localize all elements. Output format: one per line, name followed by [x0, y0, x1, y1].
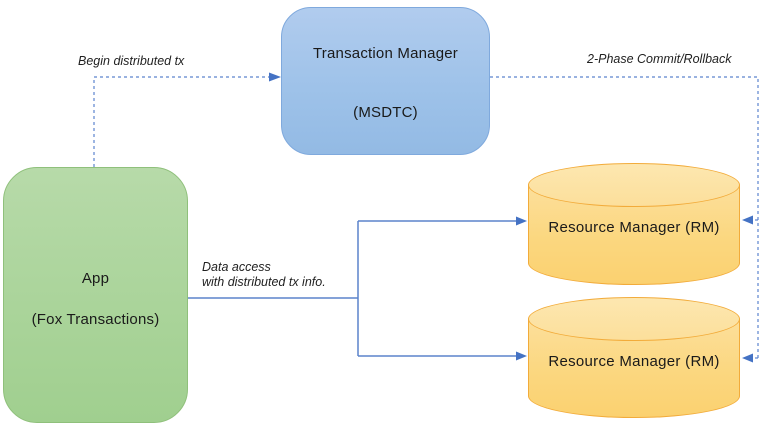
resource-manager-2-label: Resource Manager (RM) [548, 353, 720, 370]
resource-manager-1-label: Resource Manager (RM) [548, 219, 720, 236]
edge-label-data-access-line1: Data access [202, 260, 271, 274]
node-app: App (Fox Transactions) [3, 167, 188, 423]
edge-begin-tx-arrowhead [269, 72, 281, 82]
node-transaction-manager: Transaction Manager (MSDTC) [281, 7, 490, 155]
transaction-manager-subtitle: (MSDTC) [353, 104, 418, 121]
edge-data-access-arrowhead-rm1 [516, 216, 527, 226]
node-resource-manager-2: Resource Manager (RM) [528, 297, 740, 418]
edge-label-data-access-line2: with distributed tx info. [202, 274, 326, 289]
transaction-manager-title: Transaction Manager [313, 45, 458, 62]
edge-label-begin-distributed-tx: Begin distributed tx [78, 54, 185, 68]
node-resource-manager-1: Resource Manager (RM) [528, 163, 740, 285]
edge-begin-tx-line [93, 76, 272, 167]
edge-label-data-access: Data access with distributed tx info. [202, 260, 326, 289]
cylinder-top-ellipse [528, 163, 740, 207]
edge-data-access-arrowhead-rm2 [516, 351, 527, 361]
app-title: App [81, 270, 110, 287]
cylinder-top-ellipse [528, 297, 740, 341]
app-subtitle: (Fox Transactions) [31, 311, 160, 328]
edge-two-phase-arrowhead-rm1 [742, 215, 753, 225]
edge-two-phase-arrowhead-rm2 [742, 353, 753, 363]
edge-label-two-phase-commit-rollback: 2-Phase Commit/Rollback [587, 52, 732, 66]
